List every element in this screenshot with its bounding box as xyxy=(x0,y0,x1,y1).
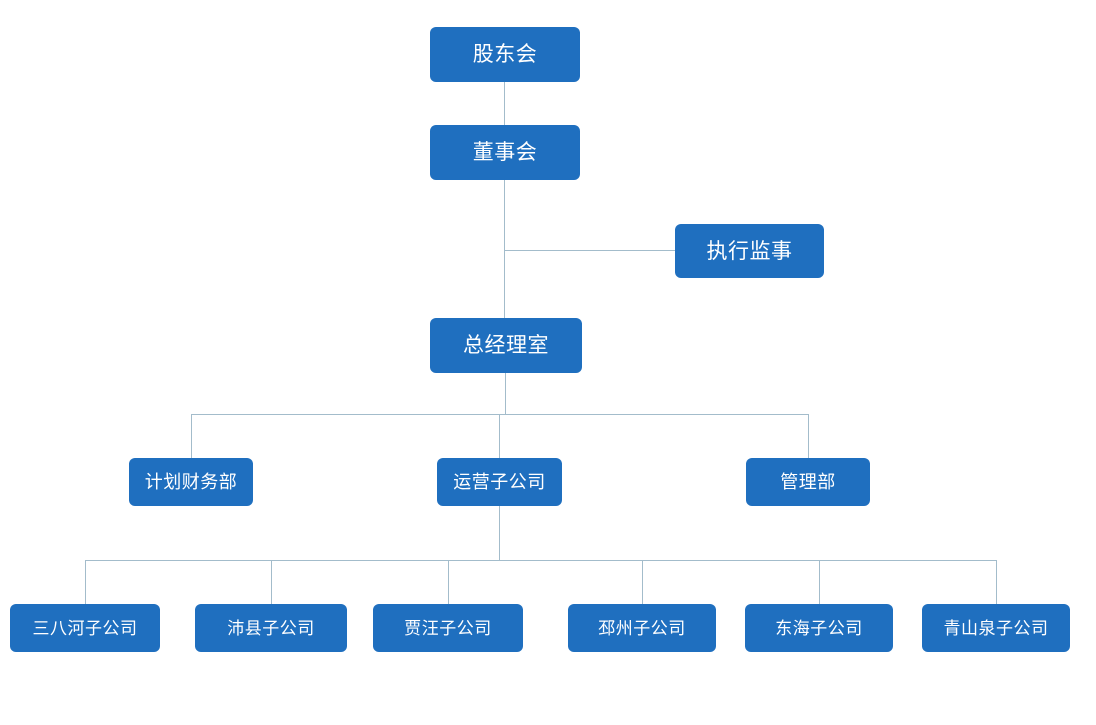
node-sub-pizhou[interactable]: 邳州子公司 xyxy=(568,604,716,652)
node-gm-office[interactable]: 总经理室 xyxy=(430,318,582,373)
connector-drop-management-dept xyxy=(808,414,809,458)
node-sub-jiawang[interactable]: 贾汪子公司 xyxy=(373,604,523,652)
node-shareholders[interactable]: 股东会 xyxy=(430,27,580,82)
node-board[interactable]: 董事会 xyxy=(430,125,580,180)
node-management-dept[interactable]: 管理部 xyxy=(746,458,870,506)
connector-drop-operations-subsidiary xyxy=(499,414,500,458)
node-sub-peixian[interactable]: 沛县子公司 xyxy=(195,604,347,652)
connector-drop-finance-dept xyxy=(191,414,192,458)
connector-drop-sub-peixian xyxy=(271,560,272,604)
connector-operations-to-bus xyxy=(499,506,500,560)
connector-bus-level6 xyxy=(85,560,996,561)
connector-drop-sub-pizhou xyxy=(642,560,643,604)
node-sub-sanbahe[interactable]: 三八河子公司 xyxy=(10,604,160,652)
connector-gm-to-bus xyxy=(505,373,506,414)
node-sub-qingshanquan[interactable]: 青山泉子公司 xyxy=(922,604,1070,652)
connector-drop-sub-qingshanquan xyxy=(996,560,997,604)
connector-drop-sub-sanbahe xyxy=(85,560,86,604)
node-sub-donghai[interactable]: 东海子公司 xyxy=(745,604,893,652)
connector-board-to-gm xyxy=(504,180,505,318)
node-supervisor[interactable]: 执行监事 xyxy=(675,224,824,278)
connector-drop-sub-jiawang xyxy=(448,560,449,604)
connector-shareholders-to-board xyxy=(504,82,505,125)
connector-board-to-supervisor xyxy=(504,250,675,251)
node-finance-dept[interactable]: 计划财务部 xyxy=(129,458,253,506)
node-operations-subsidiary[interactable]: 运营子公司 xyxy=(437,458,562,506)
connector-drop-sub-donghai xyxy=(819,560,820,604)
